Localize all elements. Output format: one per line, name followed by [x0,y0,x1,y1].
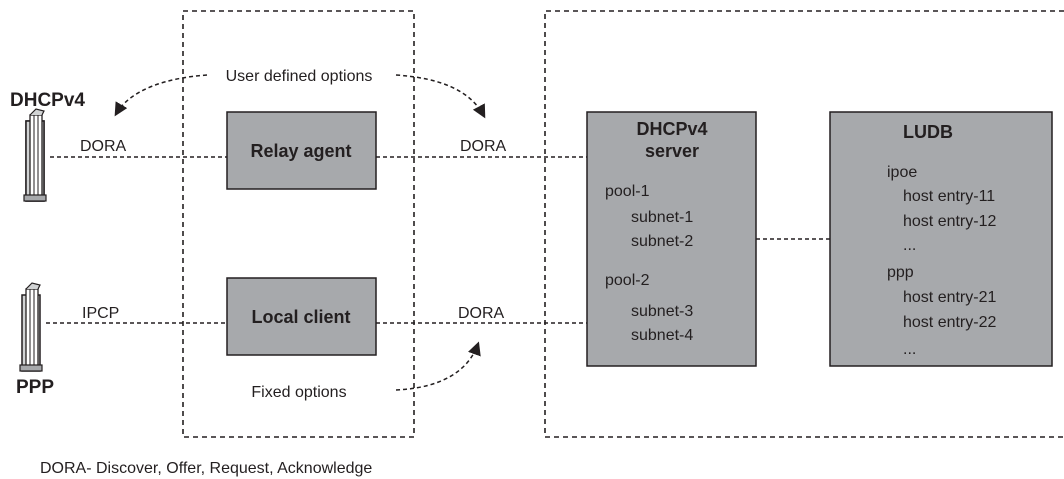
subnet-label: subnet-1 [631,209,693,226]
ludb-entry: ... [903,341,916,358]
footnote: DORA- Discover, Offer, Request, Acknowle… [40,460,372,477]
subnet-label: subnet-4 [631,327,693,344]
relay-agent-box [226,111,377,190]
ludb-entry: ... [903,237,916,254]
ppp-client-label: PPP [16,377,54,398]
middle-region-boundary [182,10,415,438]
right-region-boundary [544,10,1064,438]
ludb-entry: host entry-21 [903,289,996,306]
server-tower-icon [23,108,47,202]
dhcp-server-title-line1: DHCPv4 [636,119,707,139]
curved-arrow [114,74,208,117]
curved-arrow [395,341,481,391]
ludb-entry: host entry-12 [903,213,996,230]
subnet-label: subnet-2 [631,233,693,250]
dhcp-server-box [586,111,757,367]
local-client-box [226,277,377,356]
local-client-label: Local client [251,307,350,327]
fixed-options-label: Fixed options [251,384,346,401]
dhcp-server-title-line2: server [645,141,699,161]
link-label: DORA [458,305,505,322]
subnet-label: subnet-3 [631,303,693,320]
ludb-group-label: ipoe [887,164,917,181]
relay-agent-label: Relay agent [250,141,351,161]
server-tower-icon [19,282,43,372]
ludb-box [829,111,1053,367]
link-label: DORA [80,138,127,155]
ludb-group-label: ppp [887,264,914,281]
link-label: DORA [460,138,507,155]
pool-label: pool-2 [605,272,650,289]
pool-label: pool-1 [605,183,650,200]
dhcpv4-client-label: DHCPv4 [10,90,85,111]
ludb-entry: host entry-11 [903,188,995,205]
curved-arrow [395,74,486,119]
ludb-entry: host entry-22 [903,314,996,331]
user-defined-options-label: User defined options [226,68,373,85]
link-label: IPCP [82,305,119,322]
ludb-title: LUDB [903,122,953,142]
